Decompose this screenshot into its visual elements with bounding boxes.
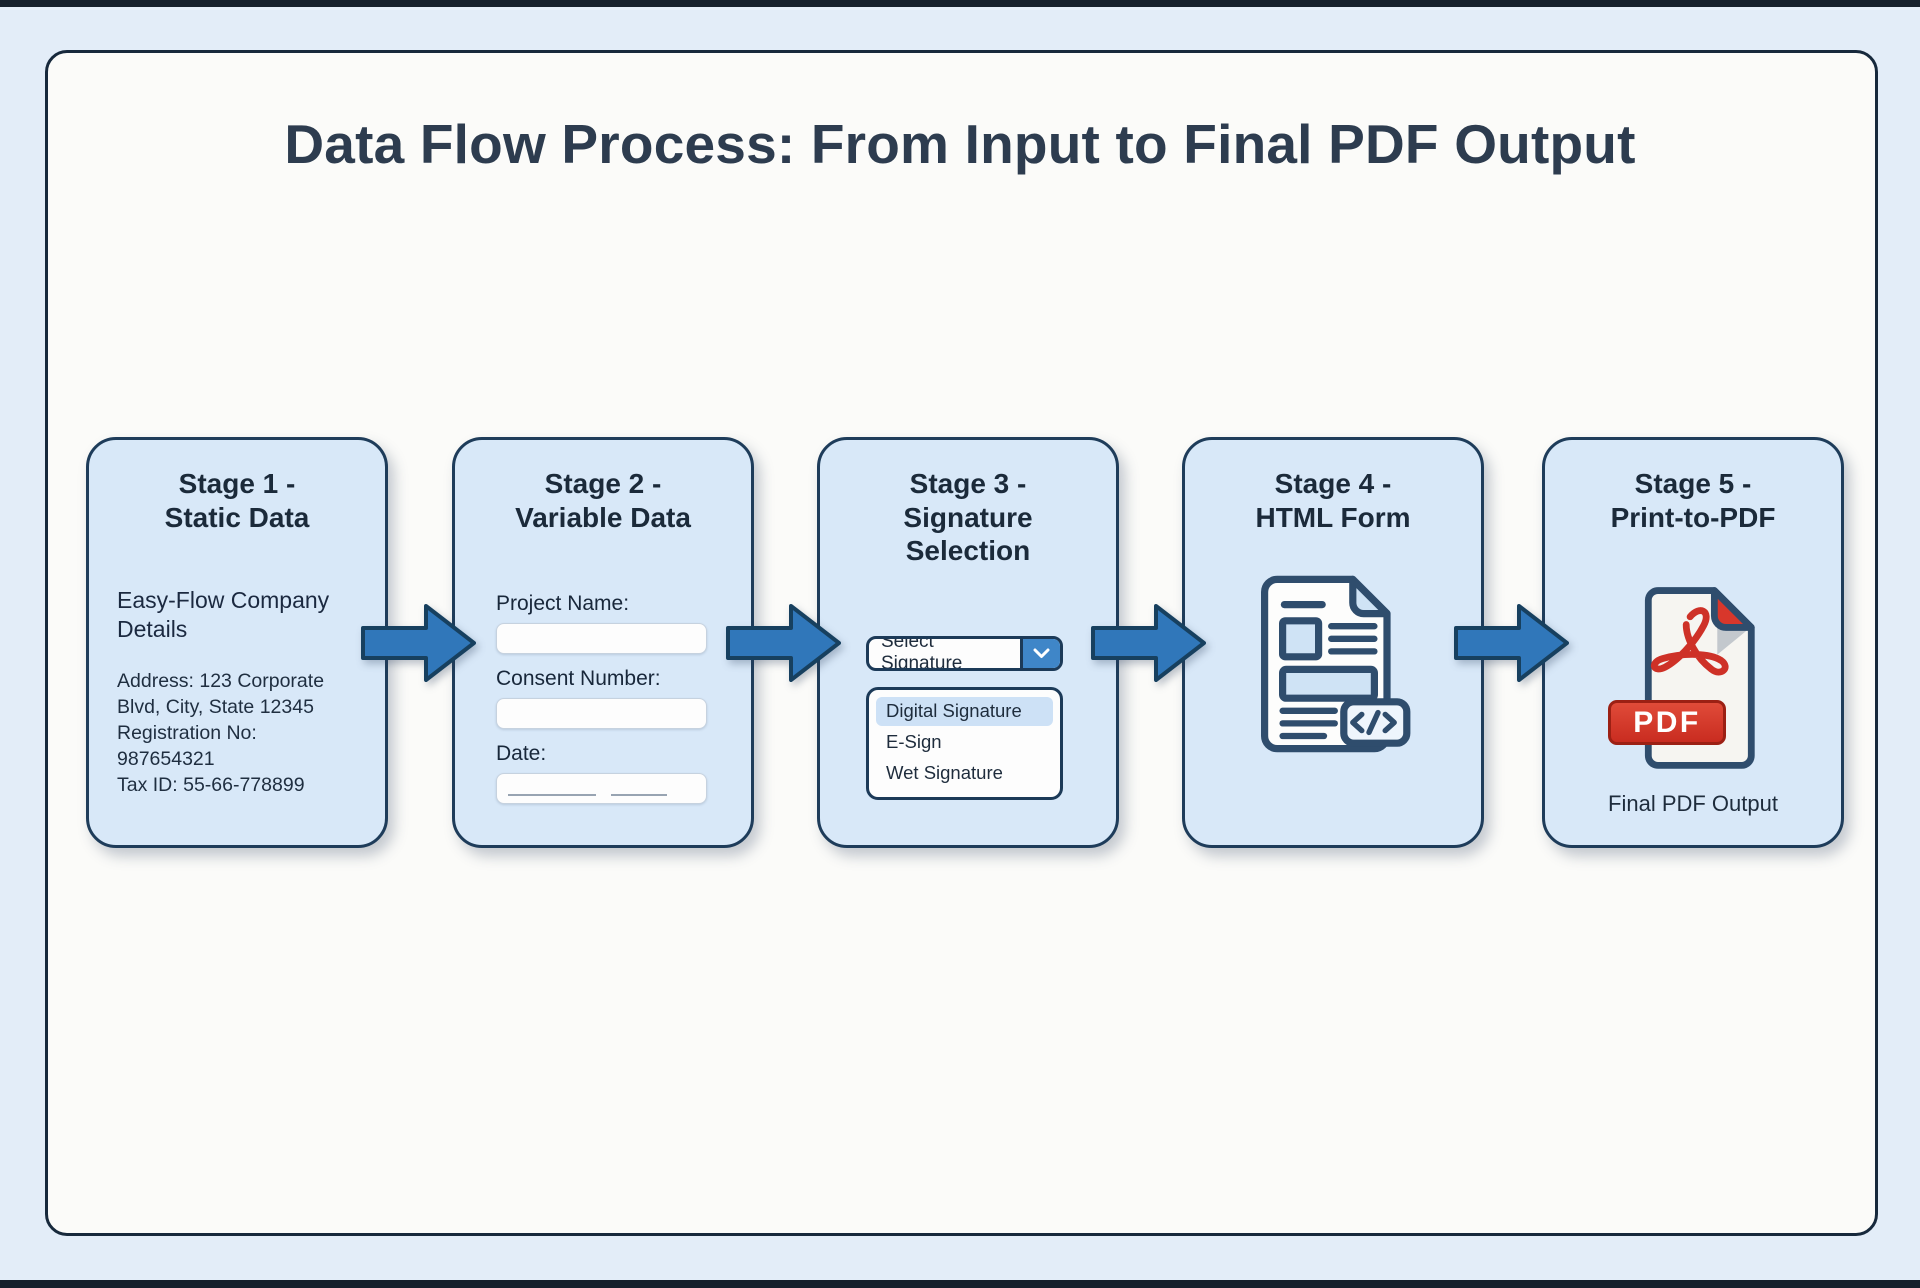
stage-1-body: Easy-Flow Company Details Address: 123 C… [89,586,385,798]
arrow-right-icon [361,604,476,682]
acrobat-loop-icon [1650,607,1729,676]
arrow-right-icon [1454,604,1569,682]
project-name-label: Project Name: [496,592,630,616]
stage-card-5-print-to-pdf: Stage 5 - Print-to-PDF PDF Final PDF Out… [1542,437,1844,848]
date-input[interactable] [496,773,707,805]
flow-arrow-4 [1454,604,1569,682]
date-blank-line [508,794,596,797]
option-digital-signature[interactable]: Digital Signature [876,696,1053,726]
html-form-document-icon [1261,575,1411,753]
company-address: Address: 123 Corporate Blvd, City, State… [117,669,325,718]
stage-4-title: Stage 4 - HTML Form [1255,468,1411,533]
pdf-badge: PDF [1608,700,1726,746]
stage-3-title: Stage 3 - Signature Selection [903,468,1033,567]
signature-select-chevron-button[interactable] [1020,638,1060,668]
consent-number-input[interactable] [496,698,707,730]
option-e-sign[interactable]: E-Sign [886,730,942,752]
window-edge-bottom [0,1280,1920,1288]
flow-arrow-2 [726,604,841,682]
project-name-input[interactable] [496,623,707,655]
stage-5-title: Stage 5 - Print-to-PDF [1610,468,1776,533]
signature-select[interactable]: Select Signature [866,635,1063,671]
arrow-right-icon [1091,604,1206,682]
company-registration: Registration No: 987654321 [117,721,257,771]
consent-number-label: Consent Number: [496,667,661,691]
chevron-down-icon [1033,648,1050,658]
date-label: Date: [496,742,547,766]
company-details: Address: 123 Corporate Blvd, City, State… [117,668,355,799]
flow-arrow-1 [361,604,476,682]
signature-options-list: Digital Signature E-Sign Wet Signature [866,686,1063,800]
flow-arrow-3 [1091,604,1206,682]
window-edge-top [0,0,1920,7]
stage-2-form: Project Name: Consent Number: Date: [455,592,751,805]
date-blank-line [611,794,667,797]
stage-card-3-signature-selection: Stage 3 - Signature Selection Select Sig… [817,437,1119,848]
stage-card-4-html-form: Stage 4 - HTML Form [1182,437,1484,848]
pdf-file-icon: PDF [1608,584,1761,775]
stage-card-2-variable-data: Stage 2 - Variable Data Project Name: Co… [452,437,754,848]
arrow-right-icon [726,604,841,682]
company-tax-id: Tax ID: 55-66-778899 [117,774,305,797]
signature-select-value: Select Signature [881,635,963,671]
final-pdf-caption: Final PDF Output [1608,791,1778,817]
red-fold-icon [1710,587,1755,632]
stage-1-title: Stage 1 - Static Data [164,468,310,533]
stage-card-1-static-data: Stage 1 - Static Data Easy-Flow Company … [86,437,388,848]
company-heading: Easy-Flow Company Details [117,587,330,642]
page-title: Data Flow Process: From Input to Final P… [284,113,1636,175]
option-wet-signature[interactable]: Wet Signature [886,761,1003,783]
stage-2-title: Stage 2 - Variable Data [515,468,691,533]
